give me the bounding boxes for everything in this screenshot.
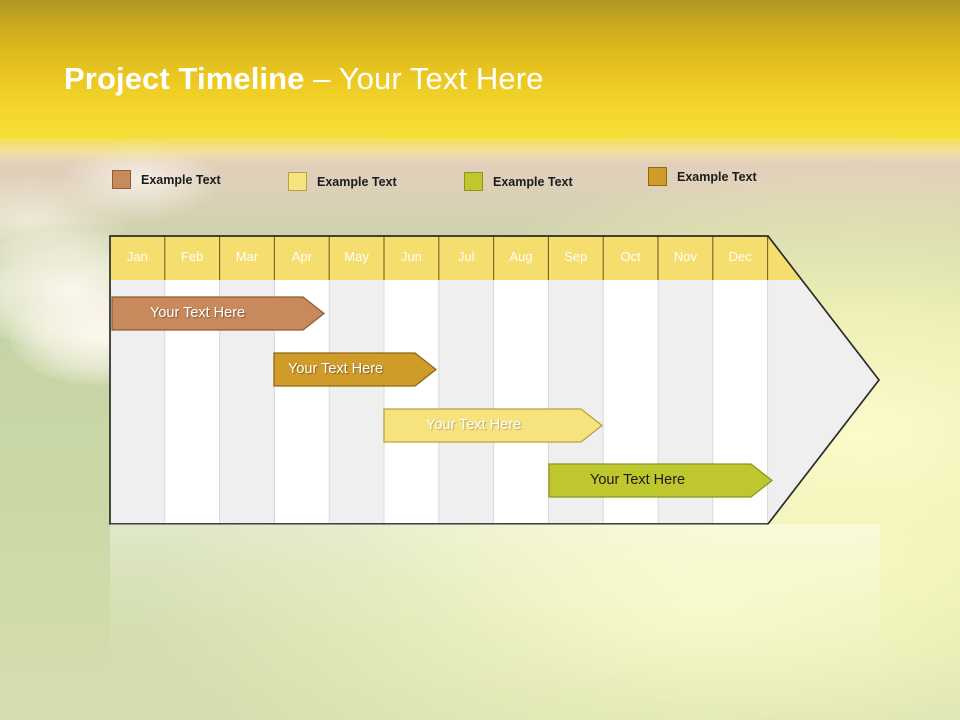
task-bar-3-label: Your Text Here <box>426 417 522 433</box>
month-label-apr: Apr <box>291 249 312 264</box>
month-label-feb: Feb <box>180 249 204 264</box>
task-bar-1[interactable] <box>111 296 326 331</box>
month-label-jun: Jun <box>400 249 422 264</box>
page-title-separator: – <box>304 61 339 96</box>
legend-swatch-icon <box>112 170 131 189</box>
legend-swatch-icon <box>464 172 483 191</box>
month-label-may: May <box>344 249 369 264</box>
legend-swatch-icon <box>288 172 307 191</box>
legend-swatch-icon <box>648 167 667 186</box>
page-title: Project Timeline – Your Text Here <box>64 60 543 98</box>
month-label-nov: Nov <box>673 249 697 264</box>
legend-item-0[interactable]: Example Text <box>112 170 221 189</box>
page-title-strong: Project Timeline <box>64 61 305 96</box>
task-bar-4-label: Your Text Here <box>590 472 686 488</box>
timeline-arrow-outline <box>109 235 881 525</box>
legend-item-3[interactable]: Example Text <box>648 167 757 186</box>
task-bar-2[interactable] <box>273 352 438 387</box>
month-label-mar: Mar <box>235 249 259 264</box>
legend-item-1[interactable]: Example Text <box>288 172 397 191</box>
month-label-jan: Jan <box>126 249 148 264</box>
month-label-jul: Jul <box>457 249 475 264</box>
month-label-dec: Dec <box>728 249 752 264</box>
legend-label: Example Text <box>141 172 221 187</box>
month-header-band <box>110 236 879 280</box>
legend-label: Example Text <box>677 169 757 184</box>
title-banner <box>0 0 960 138</box>
page-title-light: Your Text Here <box>338 61 544 96</box>
legend-item-2[interactable]: Example Text <box>464 172 573 191</box>
month-label-oct: Oct <box>620 249 641 264</box>
month-header-dividers <box>164 236 769 280</box>
timeline-body <box>110 236 879 524</box>
legend-label: Example Text <box>493 174 573 189</box>
task-bar-1-label: Your Text Here <box>150 305 246 321</box>
task-bar-3[interactable] <box>383 408 604 443</box>
task-bar-2-label: Your Text Here <box>288 361 384 377</box>
month-label-sep: Sep <box>564 249 588 264</box>
legend-label: Example Text <box>317 174 397 189</box>
title-banner-fade <box>0 138 960 164</box>
task-bar-4[interactable] <box>548 463 774 498</box>
month-label-aug: Aug <box>509 249 533 264</box>
